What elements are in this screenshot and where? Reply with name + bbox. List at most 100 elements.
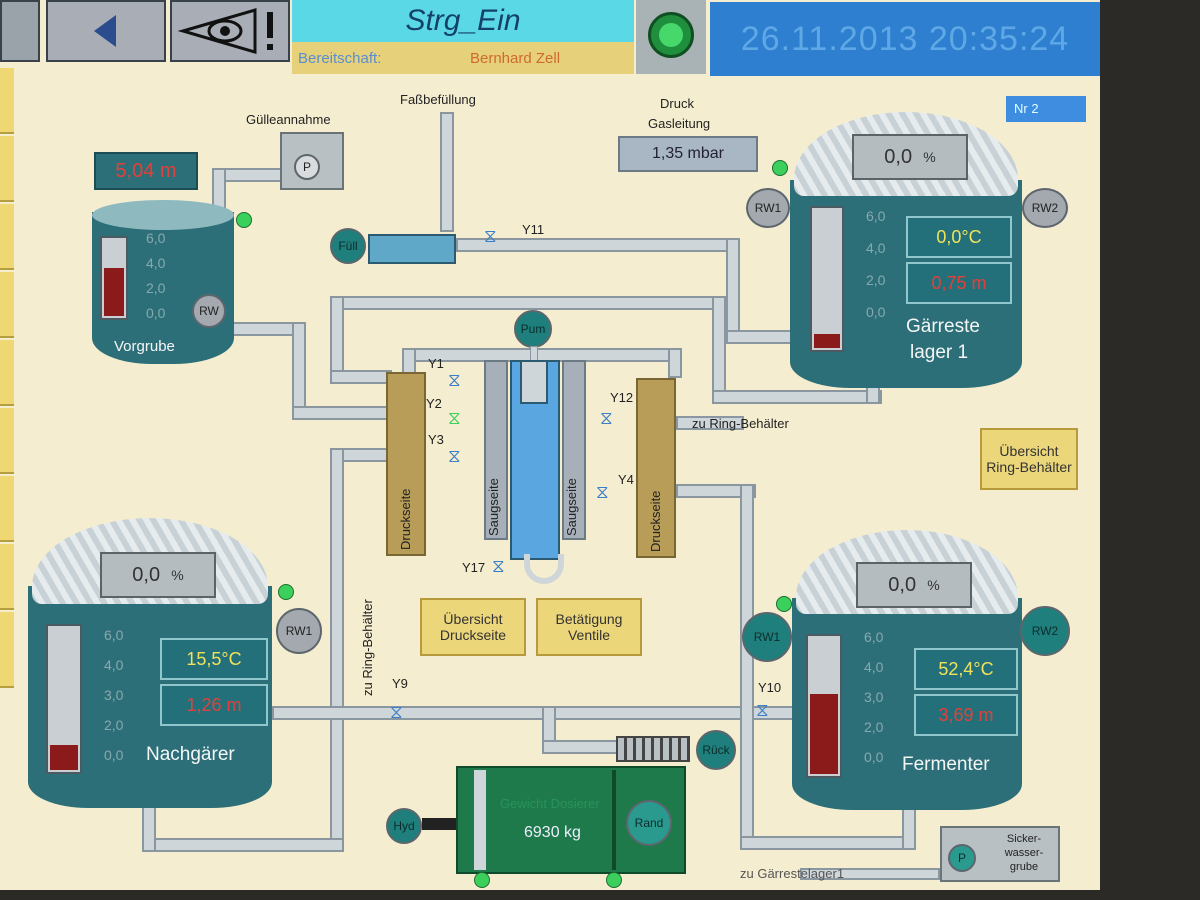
sidebar-tab-8[interactable] xyxy=(0,544,14,610)
scale-tick: 0,0 xyxy=(104,747,124,763)
scale-tick: 2,0 xyxy=(104,717,124,733)
alarm-button[interactable] xyxy=(170,0,290,62)
valve-y12-icon[interactable]: ⧖ xyxy=(600,408,613,428)
standby-label: Bereitschaft: xyxy=(298,50,382,67)
pipe xyxy=(456,238,740,252)
scale-tick: 0,0 xyxy=(146,305,166,321)
sidebar-tab-5[interactable] xyxy=(0,340,14,406)
hmi-screen: Strg_Ein Bereitschaft: Bernhard Zell 26.… xyxy=(0,0,1100,890)
nachgaerer-status-led xyxy=(278,584,294,600)
main-pump[interactable]: Pum xyxy=(514,310,552,348)
suction-side-left xyxy=(484,360,508,540)
guelle-pump[interactable]: P xyxy=(294,154,320,180)
sidebar-tab-2[interactable] xyxy=(0,136,14,202)
valve-y3-icon[interactable]: ⧖ xyxy=(448,446,461,466)
nachgaerer-level: 1,26 m xyxy=(160,684,268,726)
nachgaerer-name: Nachgärer xyxy=(146,744,235,765)
valve-y11-icon[interactable]: ⧖ xyxy=(484,226,497,246)
valve-y10-label: Y10 xyxy=(758,680,782,695)
valve-y12-label: Y12 xyxy=(610,390,634,405)
valve-y10-icon[interactable]: ⧖ xyxy=(756,700,769,720)
scale-tick: 6,0 xyxy=(146,230,166,246)
status-led-panel xyxy=(636,0,706,74)
nachgaerer-level-fill xyxy=(50,744,78,770)
sidebar-tab-9[interactable] xyxy=(0,612,14,688)
valve-y2-icon[interactable]: ⧖ xyxy=(448,408,461,428)
valve-y17-label: Y17 xyxy=(462,560,486,575)
pipe xyxy=(726,238,740,342)
seepage-pit-box: P Sicker-wasser-grube xyxy=(940,826,1060,882)
guelle-pump-box: P xyxy=(280,132,344,190)
gaerrestelager-rw1-button[interactable]: RW1 xyxy=(746,188,790,228)
pipe xyxy=(740,484,754,850)
vorgrube-rw-button[interactable]: RW xyxy=(192,294,226,328)
rand-button[interactable]: Rand xyxy=(626,800,672,846)
nachgaerer-rw1-button[interactable]: RW1 xyxy=(276,608,322,654)
suction-side-right-label: Saugseite xyxy=(564,478,579,536)
valve-y4-icon[interactable]: ⧖ xyxy=(596,482,609,502)
doser-unit[interactable] xyxy=(456,766,686,874)
scale-tick: 3,0 xyxy=(864,689,884,705)
doser-status-led xyxy=(474,872,490,888)
valve-y17-icon[interactable]: ⧖ xyxy=(492,556,505,576)
pressure-side-right xyxy=(636,378,676,558)
pipe xyxy=(330,370,392,384)
scale-tick: 3,0 xyxy=(104,687,124,703)
seepage-pit-label[interactable]: Sicker-wasser-grube xyxy=(1004,833,1044,873)
nachgaerer-percent: 0,0 xyxy=(132,563,161,586)
fill-pump[interactable]: Füll xyxy=(330,228,366,264)
scale-tick: 4,0 xyxy=(146,255,166,271)
sidebar-tab-7[interactable] xyxy=(0,476,14,542)
suction-side-right xyxy=(562,360,586,540)
pressure-side-left xyxy=(386,372,426,556)
pipe xyxy=(726,330,796,344)
scale-tick: 6,0 xyxy=(864,629,884,645)
eye-warning-icon xyxy=(177,8,273,54)
fermenter-rw2-button[interactable]: RW2 xyxy=(1020,606,1070,656)
fermenter-level: 3,69 m xyxy=(914,694,1018,736)
overview-ring-button[interactable]: Übersicht Ring-Behälter xyxy=(980,428,1078,490)
standby-name: Bernhard Zell xyxy=(470,50,561,67)
fermenter-scale: 6,0 4,0 3,0 2,0 0,0 xyxy=(864,622,883,772)
valve-y1-icon[interactable]: ⧖ xyxy=(448,370,461,390)
scale-tick: 2,0 xyxy=(864,719,884,735)
overview-pressure-side-button[interactable]: Übersicht Druckseite xyxy=(420,598,526,656)
gaerrestelager-rw2-button[interactable]: RW2 xyxy=(1022,188,1068,228)
valve-operation-button[interactable]: Betätigung Ventile xyxy=(536,598,642,656)
valve-y3-label: Y3 xyxy=(428,432,444,447)
pipe xyxy=(142,838,344,852)
seepage-pump[interactable]: P xyxy=(948,844,976,872)
valve-y1-label: Y1 xyxy=(428,356,444,371)
header-left-button[interactable] xyxy=(0,0,40,62)
scale-tick: 0,0 xyxy=(866,304,886,320)
sidebar-tab-3[interactable] xyxy=(0,204,14,270)
doser-weight: 6930 kg xyxy=(524,824,581,841)
return-pump[interactable]: Rück xyxy=(696,730,736,770)
gaerrestelager-percent: 0,0 xyxy=(884,145,913,168)
scale-tick: 4,0 xyxy=(104,657,124,673)
fermenter-percent-unit: % xyxy=(927,577,940,593)
vorgrube-name: Vorgrube xyxy=(114,338,175,355)
back-button[interactable] xyxy=(46,0,166,62)
scale-tick: 4,0 xyxy=(864,659,884,675)
fermenter-rw1-button[interactable]: RW1 xyxy=(742,612,792,662)
gaerrestelager-temperature: 0,0°C xyxy=(906,216,1012,258)
pipe xyxy=(272,706,800,720)
fermenter-name: Fermenter xyxy=(902,754,990,775)
sidebar-tab-1[interactable] xyxy=(0,68,14,134)
suction-side-left-label: Saugseite xyxy=(486,478,501,536)
back-arrow-icon xyxy=(94,15,116,47)
scale-tick: 6,0 xyxy=(866,208,886,224)
scale-tick: 2,0 xyxy=(866,272,886,288)
sidebar-tab-6[interactable] xyxy=(0,408,14,474)
pipe xyxy=(542,740,626,754)
sidebar-tab-4[interactable] xyxy=(0,272,14,338)
valve-y9-icon[interactable]: ⧖ xyxy=(390,702,403,722)
gaerrestelager-percent-unit: % xyxy=(923,149,936,165)
status-led-icon xyxy=(648,12,694,58)
pipe xyxy=(668,348,682,378)
hydraulic-button[interactable]: Hyd xyxy=(386,808,422,844)
pipe xyxy=(712,296,726,404)
gaerrestelager-status-led xyxy=(772,160,788,176)
pressure-side-left-label: Druckseite xyxy=(398,488,413,550)
